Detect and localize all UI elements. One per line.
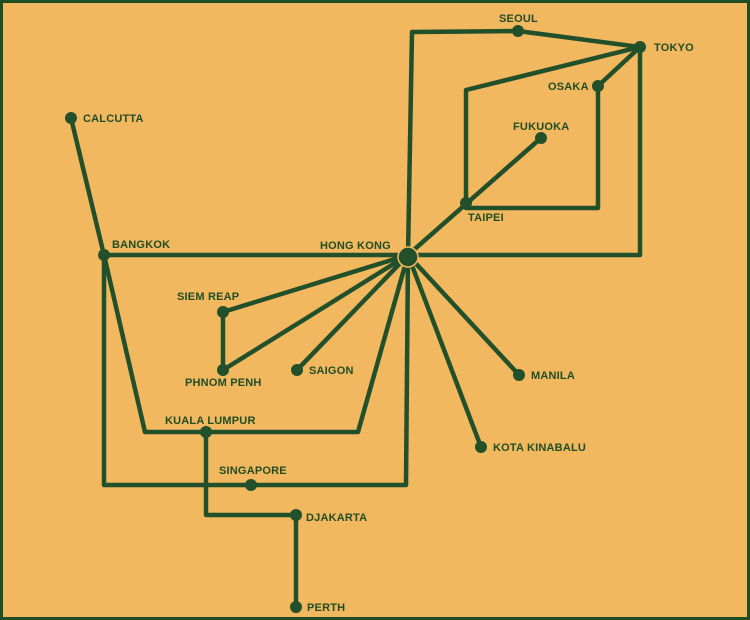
route-bangkok-singapore-hongkong [101,252,411,488]
city-dot-djakarta[interactable] [290,509,302,521]
city-label-phnom-penh: PHNOM PENH [185,377,262,389]
city-dot-hong-kong[interactable] [397,246,419,268]
city-dot-perth[interactable] [290,601,302,613]
route-hongkong-kotakinabalu [405,252,484,450]
city-dot-tokyo[interactable] [634,41,646,53]
city-dot-calcutta[interactable] [65,112,77,124]
city-label-fukuoka: FUKUOKA [513,121,569,133]
route-hongkong-saigon [294,252,411,373]
city-dot-osaka[interactable] [592,80,604,92]
route-taipei-osaka-tokyo [463,44,643,211]
city-label-djakarta: DJAKARTA [306,512,367,524]
city-label-taipei: TAIPEI [468,212,504,224]
city-dot-fukuoka[interactable] [535,132,547,144]
city-dot-seoul[interactable] [512,25,524,37]
city-markers [65,25,646,613]
city-dot-phnom-penh[interactable] [217,364,229,376]
route-hongkong-seoul-tokyo [405,28,643,258]
city-labels: SEOUL TOKYO OSAKA FUKUOKA TAIPEI HONG KO… [83,13,694,614]
route-hongkong-fukuoka [405,135,544,258]
city-label-singapore: SINGAPORE [219,465,287,477]
routes [68,28,643,610]
city-label-bangkok: BANGKOK [112,239,170,251]
city-label-seoul: SEOUL [499,13,538,25]
city-label-saigon: SAIGON [309,365,354,377]
route-bangkok-kualalumpur-hongkong [101,252,411,435]
route-calcutta-bangkok [68,115,107,258]
city-label-hong-kong: HONG KONG [320,240,391,252]
city-dot-manila[interactable] [513,369,525,381]
city-label-perth: PERTH [307,602,345,614]
city-dot-kota-kinabalu[interactable] [475,441,487,453]
city-label-osaka: OSAKA [548,81,589,93]
city-label-kota-kinabalu: KOTA KINABALU [493,442,586,454]
city-dot-kuala-lumpur[interactable] [200,426,212,438]
city-label-tokyo: TOKYO [654,42,694,54]
city-dot-bangkok[interactable] [98,249,110,261]
city-label-siem-reap: SIEM REAP [177,291,239,303]
city-dot-siem-reap[interactable] [217,306,229,318]
route-kualalumpur-djakarta-perth [203,429,299,610]
city-dot-taipei[interactable] [460,197,472,209]
route-hongkong-siemreap-phnompenh [220,252,411,373]
route-bangkok-hongkong-tokyo [101,44,643,258]
city-label-calcutta: CALCUTTA [83,113,144,125]
city-dot-singapore[interactable] [245,479,257,491]
city-label-kuala-lumpur: KUALA LUMPUR [165,415,256,427]
route-hongkong-manila [405,252,522,378]
city-label-manila: MANILA [531,370,575,382]
city-dot-saigon[interactable] [291,364,303,376]
